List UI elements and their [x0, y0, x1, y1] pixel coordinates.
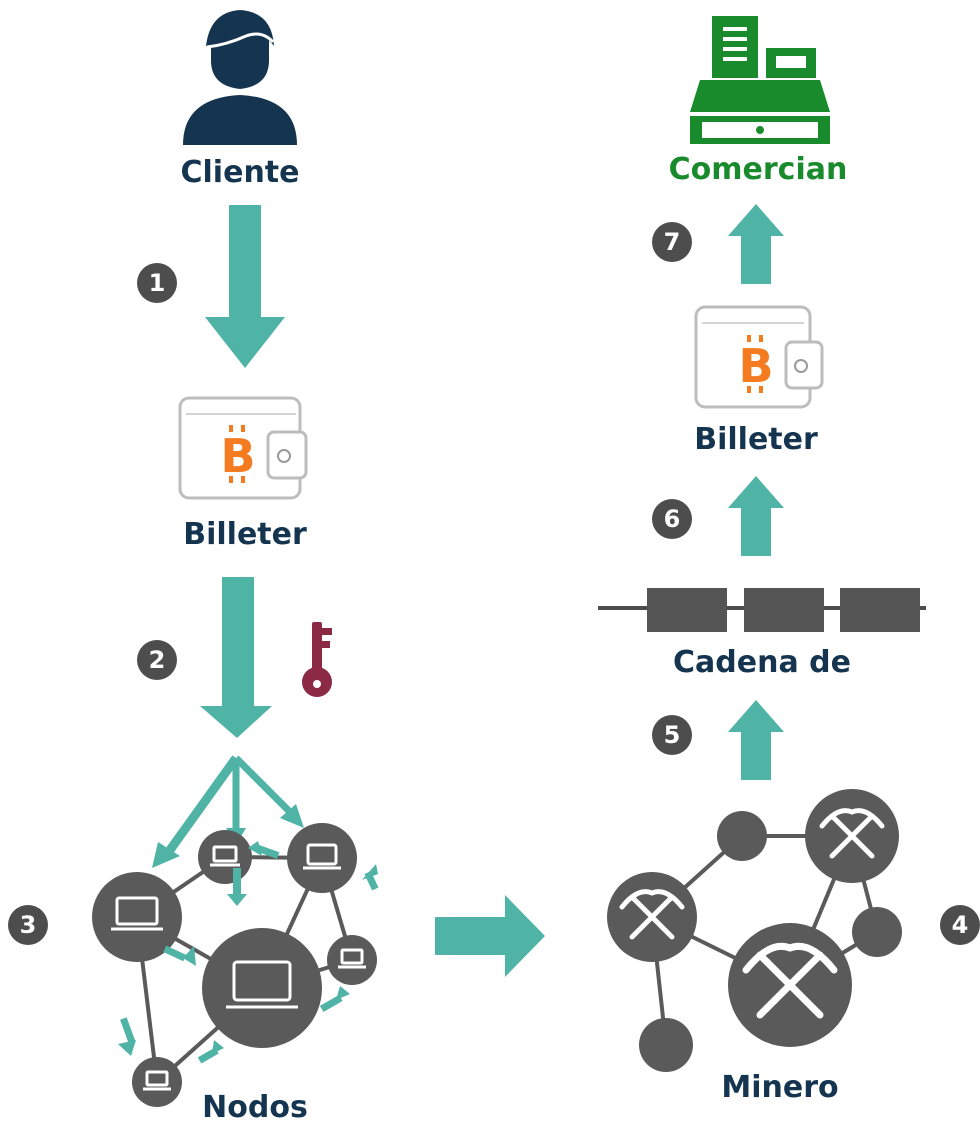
step-badge-4: 4: [940, 905, 980, 945]
label-chain: Cadena de: [673, 645, 851, 680]
label-miner: Minero: [721, 1070, 839, 1105]
pickaxe-network-icon: [607, 789, 902, 1072]
step-badge-6: 6: [652, 499, 692, 539]
step-badge-3: 3: [8, 905, 48, 945]
step-badge-5: 5: [652, 715, 692, 755]
bitcoin-symbol: B: [738, 339, 773, 393]
cash-register-icon: [690, 16, 830, 144]
arrow-chain-to-wallet: [728, 476, 784, 556]
arrow-wallet-to-nodes: [200, 577, 272, 738]
step-badge-1: 1: [137, 263, 177, 303]
step-badge-2: 2: [137, 640, 177, 680]
label-wallet-right: Billeter: [694, 422, 818, 457]
label-client: Cliente: [180, 155, 300, 190]
bitcoin-wallet-icon: B: [178, 396, 308, 500]
label-nodes: Nodos: [202, 1090, 308, 1125]
blockchain-icon: [598, 588, 926, 632]
arrow-client-to-wallet: [205, 205, 285, 368]
arrow-miner-to-chain: [728, 700, 784, 780]
bitcoin-wallet-icon: B: [694, 305, 824, 409]
label-merchant: Comercian: [668, 152, 848, 187]
computer-network-icon: [92, 823, 379, 1107]
person-icon: [183, 10, 297, 145]
bitcoin-symbol: B: [220, 429, 255, 483]
arrow-nodes-to-miner: [435, 895, 545, 977]
key-icon: [302, 622, 332, 697]
label-wallet-left: Billeter: [183, 517, 307, 552]
step-badge-7: 7: [652, 222, 692, 262]
broadcast-arrows: [152, 755, 304, 868]
arrow-wallet-to-merchant: [728, 204, 784, 284]
